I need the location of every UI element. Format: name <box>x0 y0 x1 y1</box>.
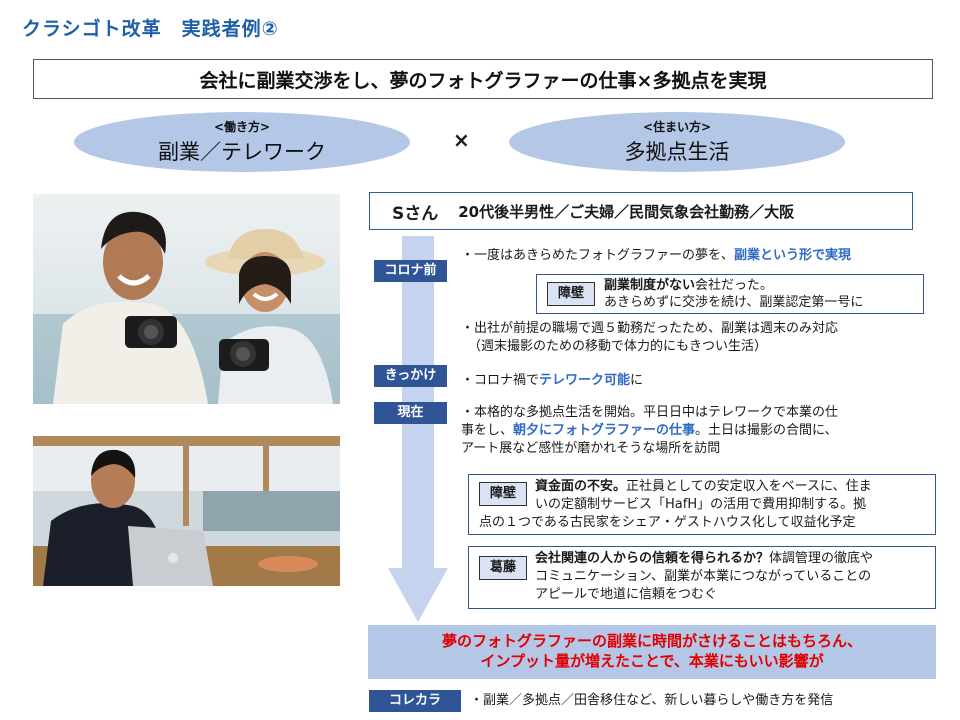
living-style-label: <住まい方> <box>642 120 712 134</box>
barrier-callout-2-rest: 正社員としての安定収入をベースに、住ま <box>626 479 872 494</box>
now-line1: ・本格的な多拠点生活を開始。平日日中はテレワークで本業の仕 <box>461 405 839 420</box>
now-line2-pre: 事をし、 <box>461 423 514 438</box>
now-line2-post: 。土日は撮影の合間に、 <box>695 423 838 438</box>
conflict-line1-rest: 体調管理の徹底や <box>769 551 874 566</box>
barrier-callout-2-line1: 資金面の不安。正社員としての安定収入をベースに、住ま <box>535 478 872 495</box>
couple-photo <box>33 194 340 404</box>
trigger-text-pre: ・コロナ禍で <box>461 373 540 388</box>
laptop-photo <box>33 436 340 586</box>
headline-box: 会社に副業交渉をし、夢のフォトグラファーの仕事×多拠点を実現 <box>33 59 933 99</box>
headline-text: 会社に副業交渉をし、夢のフォトグラファーの仕事×多拠点を実現 <box>199 69 767 92</box>
barrier-tag-2: 障壁 <box>479 482 527 506</box>
label-now: 現在 <box>374 402 447 424</box>
barrier-callout-1-line2: あきらめずに交渉を続け、副業認定第一号に <box>604 295 864 310</box>
now-line2: 事をし、朝夕にフォトグラファーの仕事。土日は撮影の合間に、 <box>461 422 838 440</box>
barrier-callout-2-bold: 資金面の不安。 <box>535 479 627 494</box>
barrier-callout-2: 障壁 資金面の不安。正社員としての安定収入をベースに、住ま いの定額制サービス「… <box>468 474 936 535</box>
label-trigger: きっかけ <box>374 365 447 387</box>
barrier-callout-2-line2: いの定額制サービス「HafH」の活用で費用抑制する。拠 <box>535 497 867 512</box>
barrier-callout-1-line1: 副業制度がない会社だった。 <box>604 277 773 294</box>
conflict-bold: 会社関連の人からの信頼を得られるか？ <box>535 551 770 566</box>
barrier-callout-1: 障壁 副業制度がない会社だった。 あきらめずに交渉を続け、副業認定第一号に <box>536 274 924 314</box>
barrier-callout-1-rest: 会社だった。 <box>695 278 774 293</box>
barrier-tag-1: 障壁 <box>547 282 595 306</box>
future-text: ・副業／多拠点／田舎移住など、新しい暮らしや働き方を発信 <box>470 693 834 708</box>
living-style-ellipse: <住まい方> 多拠点生活 <box>509 112 845 172</box>
conflict-line3: アピールで地道に信頼をつむぐ <box>535 587 718 602</box>
before-corona-highlight: 副業という形で実現 <box>734 248 852 263</box>
now-highlight: 朝夕にフォトグラファーの仕事 <box>513 423 696 438</box>
work-style-label: <働き方> <box>213 120 271 134</box>
living-style-value: 多拠点生活 <box>624 140 730 164</box>
trigger-text: ・コロナ禍でテレワーク可能に <box>461 372 643 390</box>
result-line2: インプット量が増えたことで、本業にもいい影響が <box>480 652 824 670</box>
barrier-callout-1-bold: 副業制度がない <box>604 278 696 293</box>
person-name: Sさん <box>392 203 439 224</box>
label-future: コレカラ <box>369 690 461 712</box>
times-symbol: × <box>453 128 470 152</box>
label-before-corona: コロナ前 <box>374 260 447 282</box>
trigger-text-post: に <box>630 373 644 388</box>
couple-photo-image <box>33 194 340 404</box>
person-profile-box: Sさん 20代後半男性／ご夫婦／民間気象会社勤務／大阪 <box>369 192 913 230</box>
result-banner: 夢のフォトグラファーの副業に時間がさけることはもちろん、 インプット量が増えたこ… <box>368 625 936 679</box>
before-corona-line3: （週末撮影のための移動で体力的にもきつい生活） <box>468 339 768 354</box>
trigger-highlight: テレワーク可能 <box>539 373 631 388</box>
now-line3: アート展など感性が磨かれそうな場所を訪問 <box>461 441 721 456</box>
laptop-photo-image <box>33 436 340 586</box>
page-title: クラシゴト改革 実践者例② <box>22 18 279 40</box>
before-corona-line1: ・一度はあきらめたフォトグラファーの夢を、副業という形で実現 <box>461 247 951 265</box>
conflict-callout: 葛藤 会社関連の人からの信頼を得られるか？体調管理の徹底や コミュニケーション、… <box>468 546 936 609</box>
person-profile: 20代後半男性／ご夫婦／民間気象会社勤務／大阪 <box>458 202 795 221</box>
result-line1: 夢のフォトグラファーの副業に時間がさけることはもちろん、 <box>441 632 862 650</box>
timeline-arrow <box>388 236 448 622</box>
conflict-line1: 会社関連の人からの信頼を得られるか？体調管理の徹底や <box>535 550 873 567</box>
before-corona-line1-text: ・一度はあきらめたフォトグラファーの夢を、 <box>461 248 735 263</box>
before-corona-line2: ・出社が前提の職場で週５勤務だったため、副業は週末のみ対応 <box>461 321 839 336</box>
barrier-callout-2-line3: 点の１つである古民家をシェア・ゲストハウス化して収益化予定 <box>479 515 856 530</box>
work-style-ellipse: <働き方> 副業／テレワーク <box>74 112 410 172</box>
conflict-tag: 葛藤 <box>479 556 527 580</box>
work-style-value: 副業／テレワーク <box>158 140 326 164</box>
conflict-line2: コミュニケーション、副業が本業につながっていることの <box>535 569 872 584</box>
